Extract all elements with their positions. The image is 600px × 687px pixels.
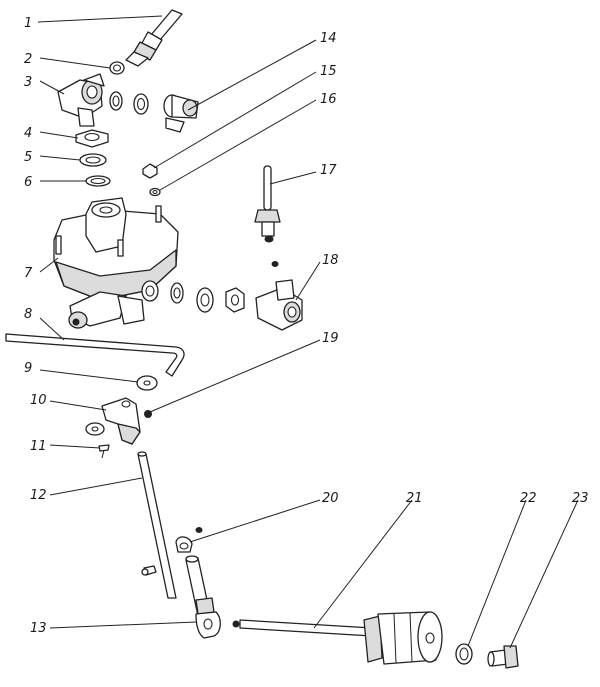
callout-11: 11 [30,439,47,454]
part-4-nut [75,129,109,148]
part-11-screw [98,444,110,459]
part-21-handle-shaft [232,611,443,665]
part-12-rod [137,451,177,599]
part-3-elbow-fitting [57,73,105,127]
callout-23: 23 [572,491,589,506]
callout-14: 14 [320,31,337,46]
callout-15: 15 [320,64,337,79]
washer-lower-left [85,422,105,436]
callout-16: 16 [320,92,337,107]
part-2-washer [109,61,125,75]
callout-2: 2 [24,52,32,67]
part-10-lever-bracket [101,397,141,445]
pin-small [141,565,157,576]
callout-17: 17 [320,163,337,178]
part-8-bent-rod [5,333,185,377]
callout-6: 6 [24,175,32,190]
callout-20: 20 [322,491,339,506]
callout-8: 8 [24,307,32,322]
callout-3: 3 [24,75,32,90]
callout-1: 1 [24,16,32,31]
callout-19: 19 [322,331,339,346]
leader-lines [37,15,579,649]
callout-13: 13 [30,621,47,636]
part-7-valve-body [53,197,179,329]
callout-10: 10 [30,393,47,408]
part-5-washer [79,153,107,167]
part-15-nut [142,163,158,179]
part-1-hose-fitting [125,9,183,67]
callout-18: 18 [322,253,339,268]
part-16-washer [149,187,161,197]
part-22-ring [455,643,473,665]
part-6-washer [85,175,111,187]
callout-9: 9 [24,361,32,376]
callout-22: 22 [520,491,537,506]
part-19-ball [144,410,152,418]
washer-row-middle [170,261,279,313]
part-14-banjo-fitting [163,94,199,133]
callout-labels: 1 2 3 4 5 6 7 8 9 10 11 12 13 14 15 16 1… [24,16,589,636]
washer-row-upper [109,91,149,115]
part-20-clamp [175,527,203,553]
callout-7: 7 [24,266,33,281]
part-13-shaft-eye [185,555,221,639]
part-18-elbow [255,279,303,331]
callout-5: 5 [24,150,32,165]
part-23-bolt [487,645,519,669]
part-9-washer [136,375,158,391]
callout-12: 12 [30,488,47,503]
part-17-stud [254,165,281,243]
callout-4: 4 [24,126,32,141]
callout-21: 21 [406,491,423,506]
